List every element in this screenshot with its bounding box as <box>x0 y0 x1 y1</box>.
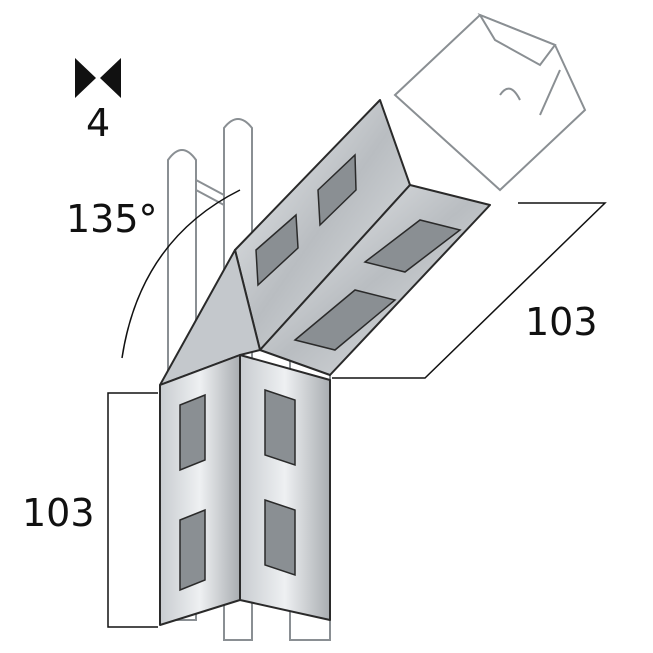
dimension-right-label: 103 <box>525 300 598 344</box>
dimension-left-label: 103 <box>22 491 95 535</box>
angle-label: 135° <box>66 197 158 241</box>
angle-arc <box>121 189 241 359</box>
dimension-lines <box>107 189 607 628</box>
diagonal-channel <box>393 12 587 192</box>
slots <box>179 153 462 592</box>
quantity-label: 4 <box>86 101 111 145</box>
quantity-icon <box>75 58 121 98</box>
